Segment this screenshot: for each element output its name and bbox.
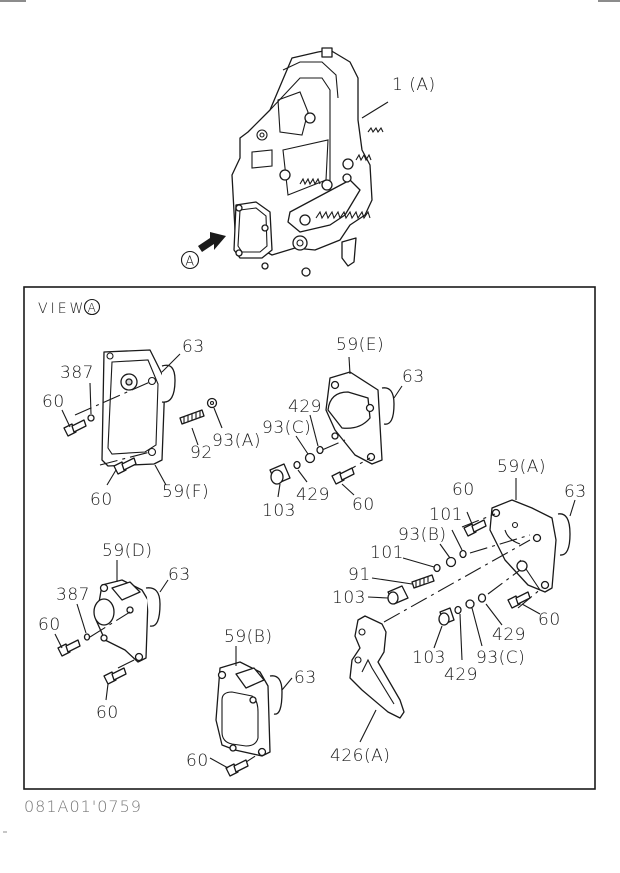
view-marker-letter: A xyxy=(185,255,194,270)
group-cover-59f[interactable] xyxy=(61,349,223,486)
label-91: 91 xyxy=(348,565,371,585)
label-60-a1: 60 xyxy=(42,392,65,412)
return-spring xyxy=(315,210,371,220)
label-93b: 93(B) xyxy=(398,525,447,545)
label-60-d1: 60 xyxy=(38,615,61,635)
label-429-c1: 429 xyxy=(492,625,526,645)
label-59f: 59(F) xyxy=(162,482,209,502)
group-cover-59b[interactable] xyxy=(209,646,293,777)
label-387-d: 387 xyxy=(56,585,90,605)
label-426a: 426(A) xyxy=(330,746,390,766)
group-cover-59e[interactable] xyxy=(269,356,403,498)
label-59e: 59(E) xyxy=(336,335,384,355)
oring-63-c xyxy=(557,513,571,556)
label-103-c1: 103 xyxy=(332,588,366,608)
group-bracket-426a[interactable] xyxy=(349,615,405,743)
label-93c-b: 93(C) xyxy=(262,418,311,438)
side-cover-face xyxy=(233,201,273,259)
label-63-c: 63 xyxy=(564,482,587,502)
cover-59a xyxy=(489,499,557,593)
bracket-426a xyxy=(349,615,405,719)
label-429-b2: 429 xyxy=(296,485,330,505)
label-assembly: 1 (A) xyxy=(392,75,436,95)
label-60-c2: 60 xyxy=(538,610,561,630)
label-59b: 59(B) xyxy=(224,627,273,647)
top-bolt xyxy=(321,47,333,58)
cover-59b xyxy=(215,661,271,757)
nut-93a xyxy=(206,397,218,409)
label-429-c2: 429 xyxy=(444,665,478,685)
label-60-a2: 60 xyxy=(90,490,113,510)
oring-63-b xyxy=(381,387,395,425)
label-59d: 59(D) xyxy=(102,541,153,561)
bracket-tab xyxy=(341,237,357,267)
oring-63-d xyxy=(145,587,161,627)
label-60-d2: 60 xyxy=(96,703,119,723)
label-59a: 59(A) xyxy=(497,457,546,477)
label-63-d: 63 xyxy=(168,565,191,585)
label-93c-c: 93(C) xyxy=(476,648,525,668)
arrow-right-icon xyxy=(198,232,226,252)
view-marker-circle xyxy=(180,250,200,270)
label-103-b: 103 xyxy=(262,501,296,521)
oring-63-e xyxy=(269,675,283,715)
group-cover-59d[interactable] xyxy=(54,560,169,701)
overview-assembly[interactable] xyxy=(231,47,389,277)
label-63-e: 63 xyxy=(294,668,317,688)
label-60-b: 60 xyxy=(352,495,375,515)
group-cover-59a[interactable] xyxy=(367,478,576,661)
label-429-b1: 429 xyxy=(288,397,322,417)
view-title: VIEW xyxy=(38,301,86,317)
label-63-b: 63 xyxy=(402,367,425,387)
label-101-c1: 101 xyxy=(429,505,463,525)
label-63-a: 63 xyxy=(182,337,205,357)
label-101-c2: 101 xyxy=(370,543,404,563)
label-93a: 93(A) xyxy=(212,431,261,451)
screw-91 xyxy=(411,574,435,589)
view-a-frame xyxy=(23,286,596,790)
label-92: 92 xyxy=(190,443,213,463)
label-103-c2: 103 xyxy=(412,648,446,668)
label-60-e: 60 xyxy=(186,751,209,771)
view-title-marker-circle xyxy=(83,298,101,316)
drawing-code: 081A01'0759 xyxy=(24,797,142,816)
label-387-a: 387 xyxy=(60,363,94,383)
view-title-marker-letter: A xyxy=(88,301,97,315)
label-60-c1: 60 xyxy=(452,480,475,500)
leader-1a xyxy=(361,101,389,119)
